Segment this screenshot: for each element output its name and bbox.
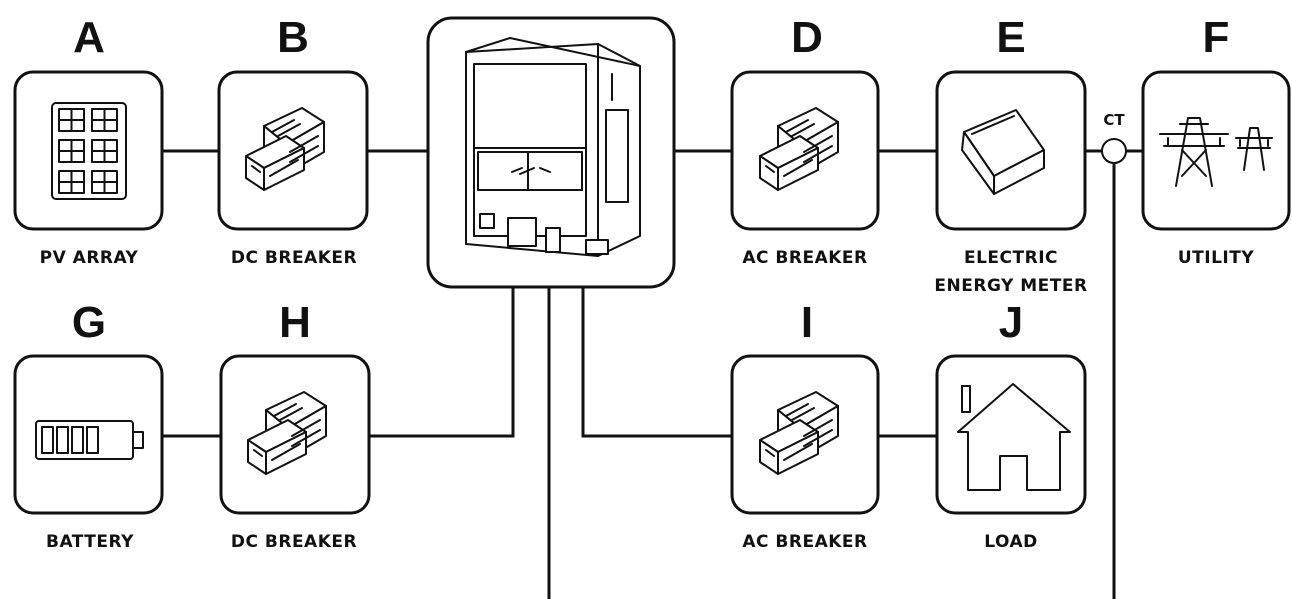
meter-icon — [961, 109, 1045, 195]
house-icon — [957, 383, 1071, 491]
power-tower-icon — [1159, 117, 1273, 187]
battery-label: BATTERY — [46, 532, 134, 552]
energy-meter-label-1: ELECTRIC — [964, 248, 1058, 268]
battery-box — [13, 354, 164, 515]
battery-icon — [35, 420, 144, 460]
wire-inverter-i — [581, 287, 732, 438]
component-energy-meter: E ELECTRIC ENERGY METER — [934, 13, 1087, 296]
utility-box — [1141, 70, 1291, 231]
letter-j: J — [999, 298, 1023, 347]
dc-breaker-h-label: DC BREAKER — [231, 532, 357, 552]
solar-panel-icon — [51, 102, 127, 200]
ac-breaker-i-label: AC BREAKER — [742, 532, 867, 552]
letter-i: I — [801, 298, 813, 347]
letter-h: H — [279, 298, 311, 347]
current-transformer: CT — [1101, 111, 1127, 164]
component-inverter — [426, 16, 676, 289]
letter-f: F — [1203, 13, 1230, 62]
component-load: J LOAD — [935, 298, 1087, 552]
component-ac-breaker-i: I AC BREAKER — [730, 298, 880, 552]
component-dc-breaker-h: H DC BREAKER — [219, 298, 371, 552]
wiring — [162, 149, 1143, 599]
pv-array-label: PV ARRAY — [40, 248, 139, 268]
utility-label: UTILITY — [1178, 248, 1254, 268]
ct-ring-icon — [1101, 138, 1127, 164]
ct-label: CT — [1103, 111, 1125, 129]
letter-d: D — [791, 13, 823, 62]
ac-breaker-d-label: AC BREAKER — [742, 248, 867, 268]
component-ac-breaker-d: D AC BREAKER — [730, 13, 880, 268]
component-pv-array: A PV ARRAY — [13, 13, 164, 268]
letter-e: E — [996, 13, 1025, 62]
load-box — [935, 354, 1087, 515]
dc-breaker-b-label: DC BREAKER — [231, 248, 357, 268]
inverter-icon — [465, 37, 641, 257]
load-label: LOAD — [984, 532, 1038, 552]
component-battery: G BATTERY — [13, 298, 164, 552]
component-dc-breaker-b: B DC BREAKER — [217, 13, 369, 268]
letter-a: A — [73, 13, 105, 62]
wire-h-inverter — [369, 287, 515, 438]
pv-array-box — [13, 70, 164, 231]
component-utility: F UTILITY — [1141, 13, 1291, 268]
energy-meter-label-2: ENERGY METER — [934, 276, 1087, 296]
letter-g: G — [72, 298, 106, 347]
letter-b: B — [277, 13, 309, 62]
